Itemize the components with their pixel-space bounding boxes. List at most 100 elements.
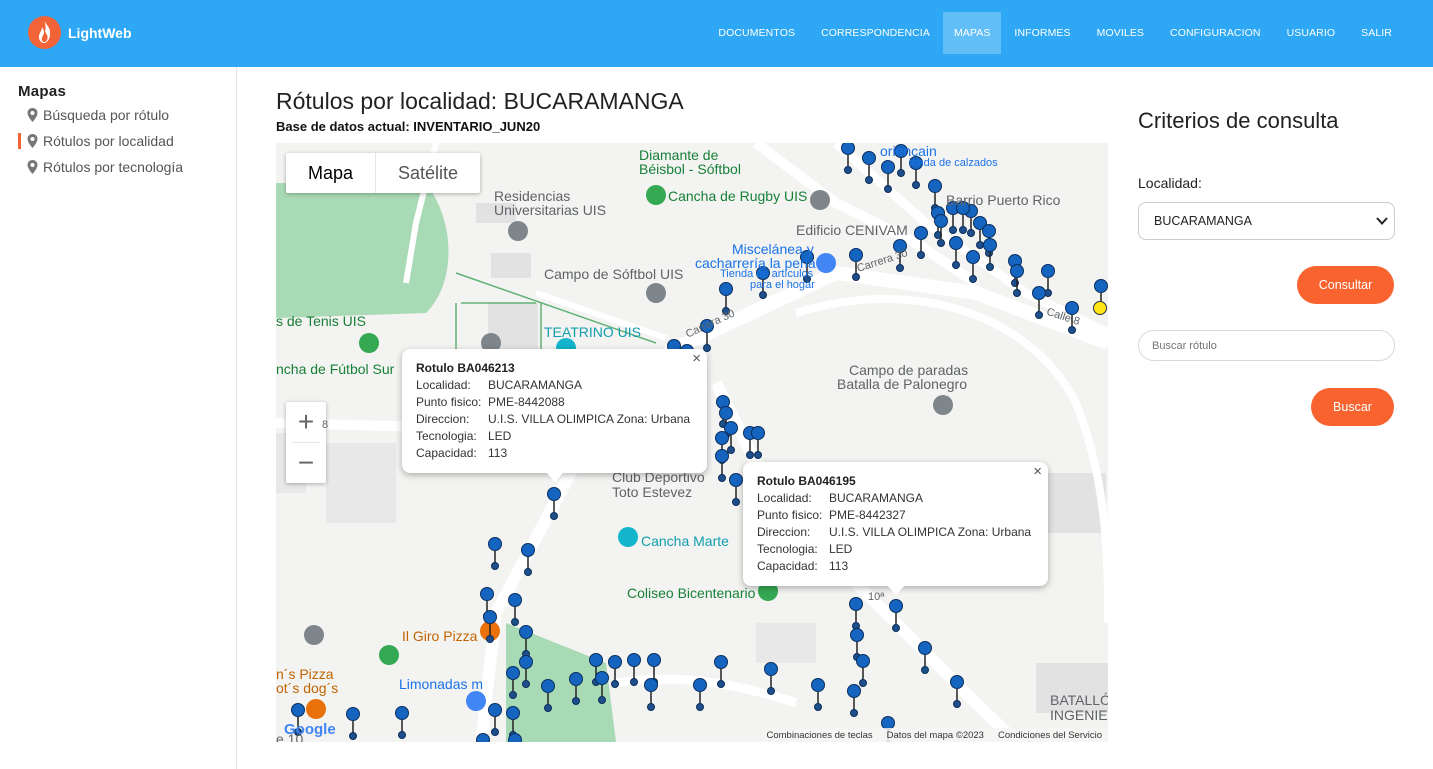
light-pole-marker: [1068, 326, 1076, 334]
buscar-button[interactable]: Buscar: [1311, 388, 1394, 426]
nav-informes[interactable]: INFORMES: [1014, 27, 1071, 39]
map-label: n´s Pizza: [276, 666, 334, 682]
light-pole-marker: [865, 176, 873, 184]
light-pole-marker: [732, 498, 740, 506]
light-pole-marker: [914, 226, 928, 240]
map-data-label: Datos del mapa ©2023: [886, 729, 984, 741]
light-pole-marker: [398, 731, 406, 739]
light-pole-marker: [952, 261, 960, 269]
nav-configuracion[interactable]: CONFIGURACION: [1170, 27, 1261, 39]
light-pole-marker: [1010, 264, 1024, 278]
light-pole-marker: [476, 733, 490, 742]
nav-moviles[interactable]: MOVILES: [1096, 27, 1145, 39]
main-nav: DOCUMENTOS CORRESPONDENCIA MAPAS INFORME…: [705, 12, 1405, 54]
light-pole-marker: [986, 263, 994, 271]
sidebar: Mapas Búsqueda por rótulo Rótulos por lo…: [0, 67, 237, 769]
light-pole-marker: [511, 618, 519, 626]
info-key: Punto fisico:: [416, 395, 482, 409]
light-pole-marker: [719, 282, 733, 296]
close-icon[interactable]: ×: [692, 350, 701, 367]
light-pole-marker: [491, 728, 499, 736]
light-pole-marker: [519, 655, 533, 669]
light-pole-marker: [627, 653, 641, 667]
light-pole-marker: [598, 696, 606, 704]
light-pole-marker: [754, 451, 762, 459]
light-pole-marker: [522, 680, 530, 688]
localidad-label: Localidad:: [1138, 175, 1202, 191]
light-pole-marker: [547, 487, 561, 501]
light-pole-marker: [488, 703, 502, 717]
nav-usuario[interactable]: USUARIO: [1286, 27, 1336, 39]
light-pole-marker: [894, 144, 908, 158]
light-pole-marker: [524, 568, 532, 576]
info-key: Tecnologia:: [416, 429, 477, 443]
map-label: Edificio CENIVAM: [796, 222, 908, 238]
info-key: Localidad:: [416, 378, 471, 392]
info-value: U.I.S. VILLA OLIMPICA Zona: Urbana: [488, 412, 691, 426]
localidad-select[interactable]: BUCARAMANGA: [1138, 202, 1395, 240]
sidebar-item-rotulos-tecnologia[interactable]: Rótulos por tecnología: [18, 157, 183, 177]
light-pole-marker: [703, 344, 711, 352]
light-pole-marker: [491, 562, 499, 570]
light-pole-marker: [937, 239, 945, 247]
map-label: s de Tenis UIS: [276, 313, 367, 329]
light-pole-marker: [764, 662, 778, 676]
nav-correspondencia[interactable]: CORRESPONDENCIA: [821, 27, 930, 39]
light-pole-marker: [589, 653, 603, 667]
nav-salir[interactable]: SALIR: [1361, 27, 1392, 39]
light-pole-marker: [717, 680, 725, 688]
keyboard-shortcuts-link[interactable]: Combinaciones de teclas: [766, 729, 873, 741]
consultar-button[interactable]: Consultar: [1297, 266, 1394, 304]
light-pole-marker: [756, 266, 770, 280]
light-pole-marker: [746, 451, 754, 459]
info-window: × Rotulo BA046213 Localidad:BUCARAMANGA …: [402, 349, 707, 482]
light-pole-marker: [847, 684, 861, 698]
info-key: Capacidad:: [416, 446, 477, 460]
light-pole-marker: [849, 248, 863, 262]
light-pole-marker: [1094, 279, 1108, 293]
map-label: ot´s dog´s: [276, 680, 339, 696]
close-icon[interactable]: ×: [1033, 463, 1042, 480]
info-value: PME-8442327: [829, 508, 906, 522]
sidebar-item-label: Rótulos por localidad: [43, 133, 174, 149]
light-pole-marker: [918, 641, 932, 655]
map-type-map[interactable]: Mapa: [286, 153, 377, 193]
info-value: PME-8442088: [488, 395, 565, 409]
map-label: Batalla de Palonegro: [837, 376, 967, 392]
light-pole-marker: [544, 704, 552, 712]
light-pole-marker: [751, 426, 765, 440]
light-pole-marker: [973, 216, 987, 230]
sidebar-item-label: Rótulos por tecnología: [43, 159, 184, 175]
sidebar-item-busqueda-rotulo[interactable]: Búsqueda por rótulo: [18, 105, 169, 125]
light-pole-marker: [291, 703, 305, 717]
light-pole-marker: [767, 687, 775, 695]
sidebar-item-rotulos-localidad[interactable]: Rótulos por localidad: [18, 131, 174, 151]
map-canvas[interactable]: Mapa Satélite + − Diamante de Béisbol - …: [276, 143, 1108, 742]
light-pole-marker: [969, 275, 977, 283]
map-label: Residencias: [494, 188, 571, 204]
light-pole-marker: [644, 678, 658, 692]
light-pole-marker: [715, 449, 729, 463]
light-pole-marker: [850, 709, 858, 717]
light-pole-marker: [949, 236, 963, 250]
light-pole-marker: [811, 678, 825, 692]
light-pole-marker: [521, 543, 535, 557]
light-pole-marker: [976, 241, 984, 249]
brand-logo[interactable]: LightWeb: [28, 16, 132, 49]
map-type-satellite[interactable]: Satélite: [398, 163, 459, 183]
terms-link[interactable]: Condiciones del Servicio: [997, 729, 1102, 741]
nav-documentos[interactable]: DOCUMENTOS: [718, 27, 796, 39]
light-pole-marker: [509, 691, 517, 699]
light-pole-marker: [844, 166, 852, 174]
light-pole-marker: [608, 655, 622, 669]
light-pole-marker: [693, 678, 707, 692]
info-key: Tecnologia:: [757, 542, 818, 556]
brand-name: LightWeb: [68, 24, 132, 41]
nav-mapas[interactable]: MAPAS: [942, 12, 1002, 54]
zoom-in-button[interactable]: +: [297, 406, 315, 437]
light-pole-marker: [508, 733, 522, 742]
light-pole-marker: [800, 250, 814, 264]
zoom-out-button[interactable]: −: [297, 447, 315, 478]
search-input[interactable]: [1138, 330, 1395, 361]
page-title: Rótulos por localidad: BUCARAMANGA: [276, 88, 684, 114]
